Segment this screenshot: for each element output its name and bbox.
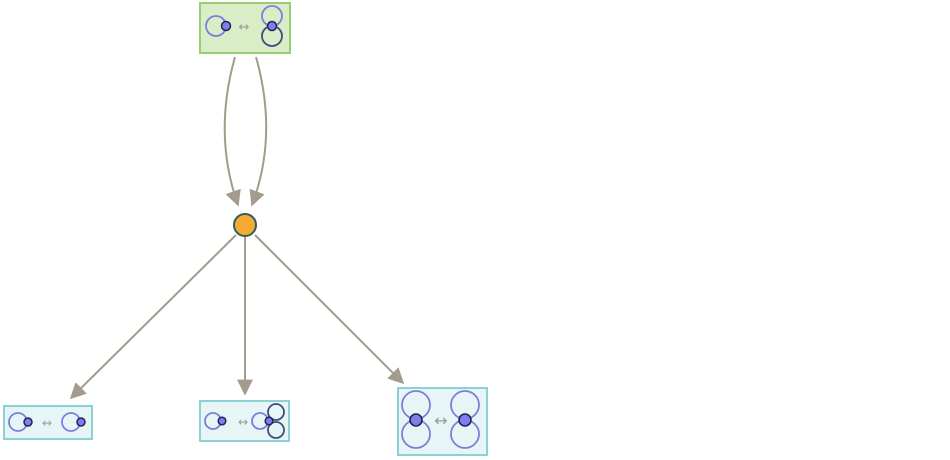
single-self-loop-graph-icon <box>204 412 227 430</box>
single-self-loop-graph-icon <box>8 412 33 432</box>
double-self-loop-graph-icon <box>261 5 283 47</box>
result-node-1[interactable]: ↔ <box>3 405 93 440</box>
single-self-loop-graph-icon <box>61 412 86 432</box>
rewrite-arrow: ↔ <box>434 411 447 430</box>
edge-hub-to-result-1 <box>69 234 237 400</box>
edge-source-to-hub-right <box>249 56 268 207</box>
single-self-loop-graph-icon <box>205 15 232 37</box>
source-rule-node[interactable]: ↔ <box>199 2 291 54</box>
event-node-icon[interactable] <box>233 213 257 237</box>
edge-hub-to-result-3 <box>254 234 405 385</box>
double-self-loop-graph-icon <box>450 390 480 449</box>
edge-layer <box>69 56 405 400</box>
triple-self-loop-graph-icon <box>251 403 285 439</box>
edge-source-to-hub-left <box>223 56 241 207</box>
result-node-3[interactable]: ↔ <box>397 387 488 456</box>
rewrite-arrow: ↔ <box>238 415 248 429</box>
result-box-2 <box>199 400 290 442</box>
double-self-loop-graph-icon <box>401 390 431 449</box>
rewrite-arrow: ↔ <box>42 416 52 430</box>
rewrite-arrow: ↔ <box>239 20 250 35</box>
result-node-2[interactable]: ↔ <box>199 400 290 442</box>
